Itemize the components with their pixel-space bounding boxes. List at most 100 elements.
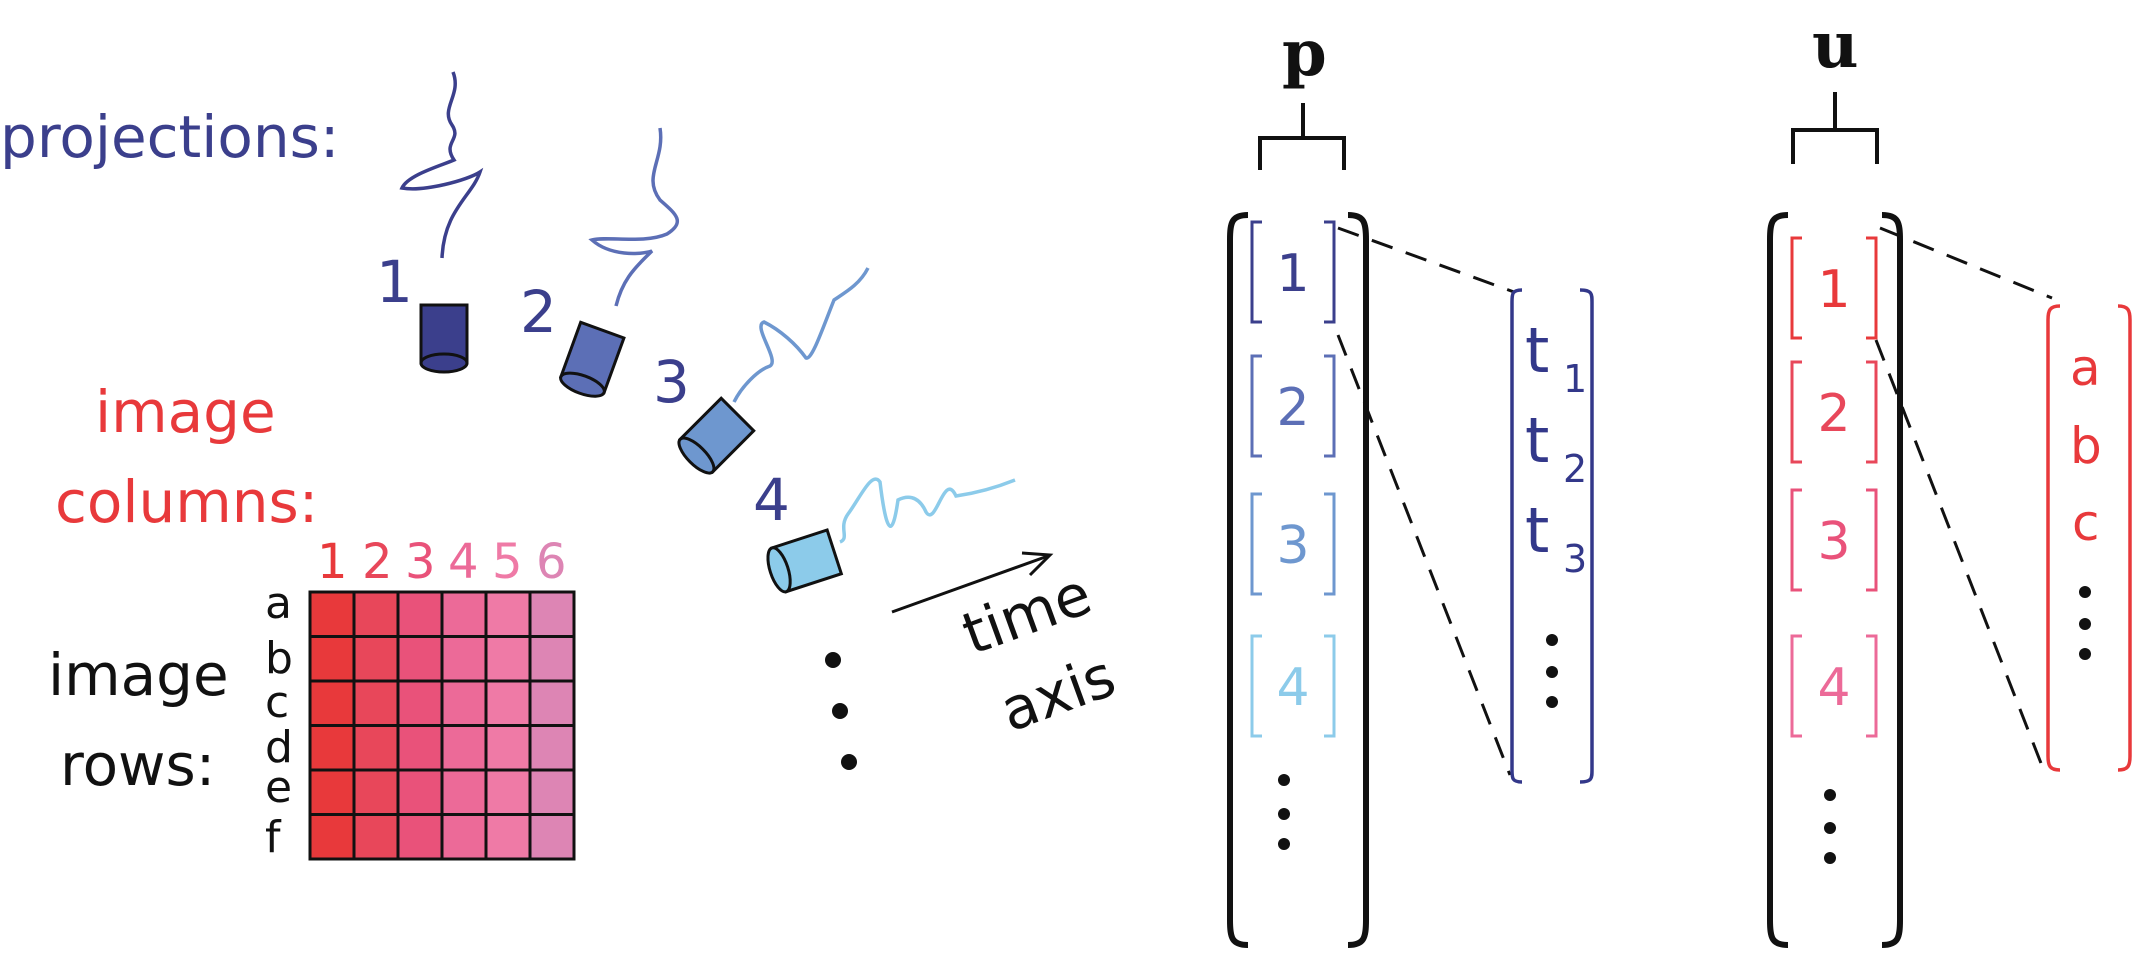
image-cell [308, 813, 356, 861]
u-entry-1: 1 [1790, 236, 1878, 340]
u-entry-bracket [1866, 236, 1878, 340]
image-cell [396, 679, 444, 727]
p-entry-bracket [1250, 634, 1262, 738]
image-cell [308, 590, 356, 638]
column-number-4: 4 [448, 534, 479, 590]
u-detail-b: b [2070, 417, 2102, 475]
image-cell [352, 813, 400, 861]
column-number-6: 6 [536, 534, 567, 590]
p-vector-bracket [1227, 212, 1369, 948]
image-cell [440, 635, 488, 683]
image-cell [484, 635, 532, 683]
image-cell [484, 813, 532, 861]
image-cell [528, 768, 576, 816]
image-cell [528, 635, 576, 683]
image-columns-label-line1: image [95, 378, 276, 446]
u-entry-bracket [1866, 634, 1878, 738]
projection-number-3: 3 [653, 348, 690, 416]
projection-signal-2 [588, 127, 680, 307]
image-cell [352, 679, 400, 727]
image-cell [308, 724, 356, 772]
projection-number-2: 2 [520, 278, 557, 346]
image-grid [308, 590, 576, 861]
p-entry-bracket [1250, 492, 1262, 596]
p-entry-label: 3 [1276, 516, 1309, 576]
p-detail-t2-subscript: 2 [1563, 447, 1587, 491]
projection-signal-4 [839, 477, 1016, 544]
u-detail-dots [2079, 586, 2091, 660]
image-cell [396, 768, 444, 816]
image-cell [440, 679, 488, 727]
column-number-1: 1 [317, 534, 348, 590]
p-entry-2: 2 [1250, 354, 1336, 458]
u-entry-label: 1 [1817, 260, 1850, 320]
row-letter-e: e [265, 762, 292, 813]
image-rows-label-line2: rows: [60, 731, 215, 799]
p-detail-entries: t 1 t 2 t 3 [1525, 314, 1587, 581]
projection-signal-3 [732, 267, 870, 403]
row-letter-a: a [265, 578, 292, 629]
image-cell [528, 590, 576, 638]
image-cell [396, 635, 444, 683]
column-number-5: 5 [492, 534, 523, 590]
image-cell [352, 768, 400, 816]
image-cell [308, 635, 356, 683]
image-cell [440, 590, 488, 638]
detector-icon-4 [766, 528, 844, 594]
p-vector-dots [1278, 774, 1290, 850]
image-cell [528, 813, 576, 861]
image-cell [352, 635, 400, 683]
image-cell [396, 590, 444, 638]
detector-icon-1 [419, 303, 469, 374]
p-detail-t3: t [1525, 494, 1549, 567]
p-entry-bracket [1250, 220, 1262, 324]
u-entry-bracket [1790, 236, 1802, 340]
p-detail-bracket [1510, 288, 1594, 784]
u-detail-a: a [2070, 339, 2101, 397]
row-letter-f: f [265, 812, 282, 863]
u-vector-dots [1824, 789, 1836, 864]
p-zoom-lines [1336, 226, 1515, 776]
p-entry-label: 2 [1276, 378, 1309, 438]
u-entry-bracket [1866, 360, 1878, 464]
image-cell [484, 679, 532, 727]
p-entry-bracket [1324, 354, 1336, 458]
u-entry-label: 4 [1817, 658, 1850, 718]
time-axis-arrow [891, 551, 1054, 614]
continuation-dots [825, 652, 857, 770]
p-entry-bracket [1250, 354, 1262, 458]
p-detail-dots [1546, 634, 1558, 708]
u-entry-bracket [1790, 360, 1802, 464]
p-entry-bracket [1324, 634, 1336, 738]
projection-number-4: 4 [753, 466, 790, 534]
p-detail-t1: t [1525, 314, 1549, 387]
projections-label: projections: [0, 103, 339, 171]
u-entry-3: 3 [1790, 488, 1878, 592]
u-brace [1791, 92, 1879, 164]
u-vector-bracket [1767, 212, 1903, 948]
image-cell [396, 813, 444, 861]
u-entry-bracket [1790, 488, 1802, 592]
image-cell [352, 724, 400, 772]
u-entry-4: 4 [1790, 634, 1878, 738]
u-vector-title: u [1812, 8, 1859, 83]
image-rows-label-line1: image [48, 641, 229, 709]
p-entry-bracket [1324, 492, 1336, 596]
image-cell [396, 724, 444, 772]
column-number-3: 3 [405, 534, 436, 590]
p-detail-t1-subscript: 1 [1563, 357, 1587, 401]
row-letter-d: d [265, 722, 293, 773]
detector-icon-2 [558, 320, 626, 398]
p-vector-title: p [1282, 16, 1327, 91]
p-entry-4: 4 [1250, 634, 1336, 738]
p-entry-1: 1 [1250, 220, 1336, 324]
projection-signal-1 [399, 71, 484, 259]
image-cell [352, 590, 400, 638]
u-detail-entries: a b c [2070, 339, 2102, 552]
image-cell [528, 679, 576, 727]
image-cell [440, 724, 488, 772]
u-detail-bracket [2046, 304, 2132, 772]
row-letter-labels: a b c d e f [265, 578, 293, 863]
projection-number-1: 1 [376, 248, 413, 316]
